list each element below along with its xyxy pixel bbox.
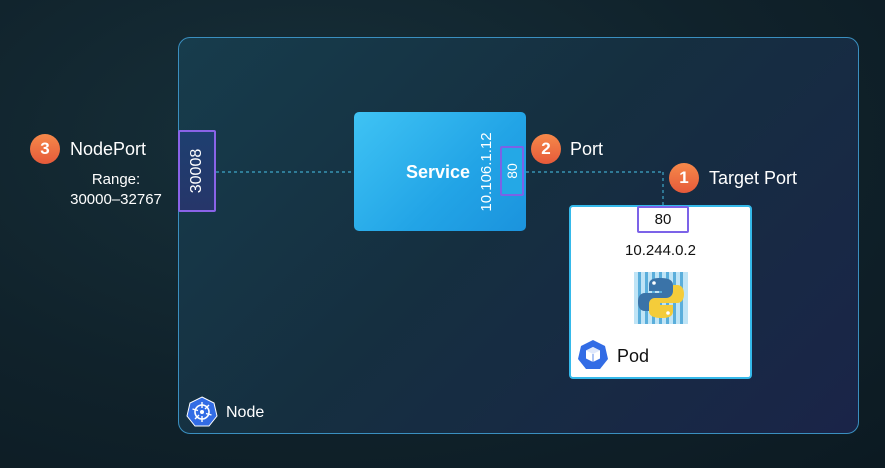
nodeport-range-value: 30000–32767 [70, 191, 162, 208]
nodeport-port-number: 30008 [188, 148, 205, 194]
pod-ip: 10.244.0.2 [625, 242, 696, 259]
nodeport-label: NodePort [70, 139, 147, 159]
target-port-label: Target Port [709, 168, 798, 188]
kubernetes-node-icon [186, 396, 218, 427]
service-port-box [500, 146, 524, 196]
service-box [354, 112, 526, 231]
service-port-number: 80 [504, 163, 520, 179]
nodeport-port-box [178, 130, 216, 212]
nodeport-range-title: Range: [91, 171, 141, 188]
python-icon [634, 272, 688, 324]
target-port-badge: 1 [669, 163, 699, 193]
pod-label: Pod [617, 346, 650, 366]
port-label: Port [570, 139, 604, 159]
nodeport-badge: 3 [30, 134, 60, 164]
service-label: Service [406, 162, 471, 182]
kubernetes-pod-icon [578, 340, 608, 369]
service-cluster-ip: 10.106.1.12 [478, 132, 495, 212]
port-badge: 2 [531, 134, 561, 164]
node-label: Node [226, 404, 265, 421]
pod-target-port: 80 [637, 206, 689, 233]
nodeport-range: Range: 30000–32767 [58, 170, 174, 210]
